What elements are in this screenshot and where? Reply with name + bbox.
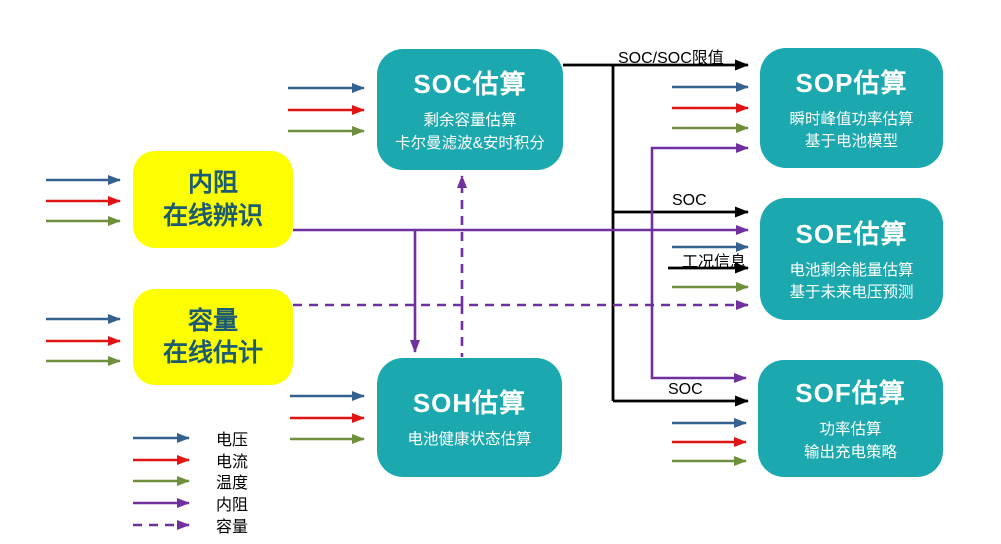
legend: 电压 电流 温度 内阻 容量 <box>131 427 248 536</box>
node-sof-estimation: SOF估算 功率估算 输出充电策略 <box>758 360 943 477</box>
node-title: SOH估算 <box>412 388 527 419</box>
legend-label: 电压 <box>216 431 249 449</box>
node-soc-estimation: SOC估算 剩余容量估算 卡尔曼滤波&安时积分 <box>377 49 563 170</box>
node-subtitle: 基于未来电压预测 <box>789 284 914 301</box>
legend-label: 电流 <box>216 453 249 471</box>
temperature-arrow-icon <box>133 476 190 487</box>
node-subtitle: 剩余容量估算 <box>423 112 517 130</box>
node-subtitle: 输出充电策略 <box>803 443 897 461</box>
node-sop-estimation: SOP估算 瞬时峰值功率估算 基于电池模型 <box>760 48 943 168</box>
edge-label-operating-info: 工况信息 <box>682 254 747 271</box>
node-soh-estimation: SOH估算 电池健康状态估算 <box>377 358 562 477</box>
voltage-arrow-icon <box>133 432 190 443</box>
resistance-arrow-icon <box>133 497 190 508</box>
legend-label: 内阻 <box>216 496 249 514</box>
node-subtitle: 瞬时峰值功率估算 <box>789 110 914 128</box>
legend-item-current: 电流 <box>131 449 248 471</box>
node-subtitle: 电池健康状态估算 <box>407 431 532 449</box>
legend-label: 温度 <box>216 475 249 493</box>
legend-item-temperature: 温度 <box>131 470 248 492</box>
node-soe-estimation: SOE估算 电池剩余能量估算 基于未来电压预测 <box>760 198 943 320</box>
capacity-arrow-icon <box>133 519 190 530</box>
legend-label: 容量 <box>216 518 249 536</box>
capacity-wires <box>293 175 749 357</box>
node-title-line: 在线辨识 <box>162 201 263 230</box>
legend-item-voltage: 电压 <box>131 427 248 449</box>
node-subtitle: 功率估算 <box>819 421 882 439</box>
node-capacity-estimation: 容量 在线估计 <box>133 289 293 385</box>
edge-label-soc-to-sof: SOC <box>668 381 703 398</box>
node-title-line: 在线估计 <box>162 339 263 367</box>
node-title: SOF估算 <box>795 378 906 409</box>
node-title-line: 容量 <box>187 306 238 335</box>
legend-item-resistance: 内阻 <box>131 492 248 514</box>
soc-output-wires <box>563 59 749 407</box>
node-title: SOC估算 <box>413 69 527 100</box>
node-title-line: 内阻 <box>187 169 238 197</box>
node-subtitle: 卡尔曼滤波&安时积分 <box>395 134 545 152</box>
node-title: SOP估算 <box>795 67 908 98</box>
node-title: SOE估算 <box>795 218 908 249</box>
edge-label-soc-to-soe: SOC <box>672 192 707 209</box>
resistance-wires <box>293 143 749 383</box>
edge-label-soc-limit: SOC/SOC限值 <box>618 50 724 67</box>
current-arrow-icon <box>133 454 190 465</box>
node-resistance-identification: 内阻 在线辨识 <box>133 151 293 248</box>
legend-item-capacity: 容量 <box>131 514 248 536</box>
node-subtitle: 电池剩余能量估算 <box>789 261 914 279</box>
node-subtitle: 基于电池模型 <box>804 133 898 150</box>
sensor-input-arrows <box>46 82 749 466</box>
